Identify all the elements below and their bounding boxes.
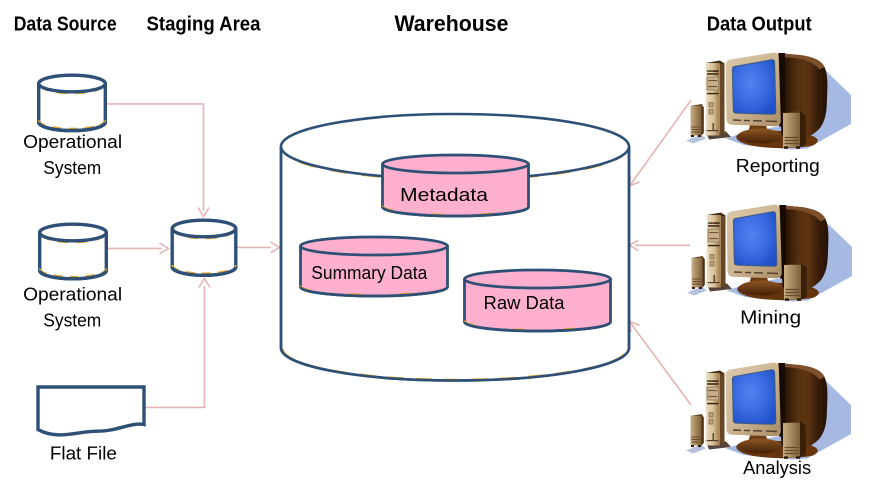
svg-text:System: System <box>43 158 101 178</box>
svg-text:Mining: Mining <box>740 308 801 328</box>
svg-text:Data Source: Data Source <box>14 14 117 36</box>
svg-text:Reporting: Reporting <box>736 156 820 176</box>
svg-text:Flat File: Flat File <box>50 443 117 463</box>
svg-text:Warehouse: Warehouse <box>395 11 509 36</box>
svg-text:Metadata: Metadata <box>400 185 489 205</box>
svg-text:Operational: Operational <box>23 284 122 304</box>
svg-text:Summary Data: Summary Data <box>311 263 428 283</box>
svg-text:Data Output: Data Output <box>707 14 812 36</box>
svg-text:Operational: Operational <box>23 132 122 152</box>
svg-text:Staging Area: Staging Area <box>147 14 262 36</box>
svg-text:Analysis: Analysis <box>743 458 811 478</box>
svg-text:Raw Data: Raw Data <box>484 293 566 313</box>
svg-text:System: System <box>43 310 101 330</box>
